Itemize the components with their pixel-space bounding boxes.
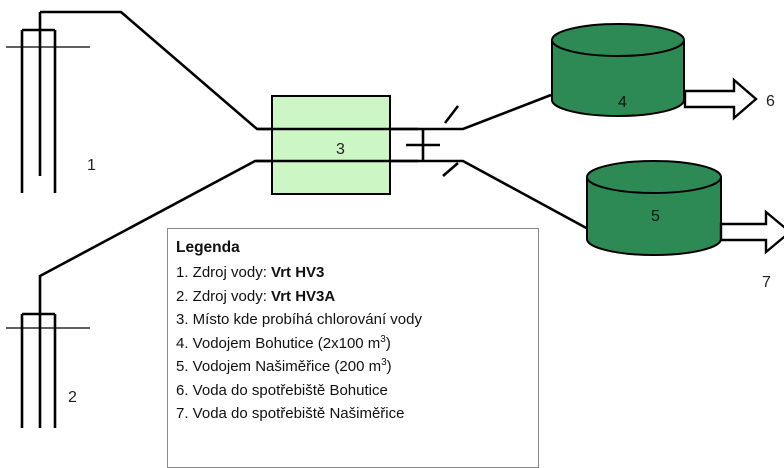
legend-item: 3. Místo kde probíhá chlorování vody — [176, 311, 422, 328]
node-label-4: 4 — [618, 94, 627, 111]
node-label-6: 6 — [766, 93, 775, 110]
outflow-7-arrow-icon — [719, 209, 784, 255]
node-label-2: 2 — [68, 389, 77, 406]
valve-lower-icon — [442, 162, 459, 177]
legend-item: 1. Zdroj vody: Vrt HV3 — [176, 264, 325, 281]
reservoir-4-icon — [551, 23, 685, 117]
valve-upper-icon — [443, 105, 460, 124]
chlorination-box — [271, 95, 391, 195]
diagram-canvas: 1 2 3 4 5 6 7 — [6, 10, 784, 428]
reservoir-5-icon — [586, 160, 722, 256]
node-label-5: 5 — [651, 208, 660, 225]
node-label-3: 3 — [336, 141, 345, 158]
water-supply-diagram: 1 2 3 4 5 6 7 Legenda 1. Zdroj vody: Vrt… — [6, 10, 784, 468]
legend-item: 5. Vodojem Našiměřice (200 m3) — [176, 357, 392, 376]
node-label-7: 7 — [762, 274, 771, 291]
legend-list: 1. Zdroj vody: Vrt HV3 2. Zdroj vody: Vr… — [176, 261, 538, 426]
legend-item: 7. Voda do spotřebiště Našiměřice — [176, 405, 405, 422]
legend-box: Legenda 1. Zdroj vody: Vrt HV3 2. Zdroj … — [167, 228, 539, 468]
legend-item: 6. Voda do spotřebiště Bohutice — [176, 381, 388, 399]
legend-title: Legenda — [176, 239, 240, 256]
node-label-1: 1 — [87, 157, 96, 174]
outflow-6-arrow-icon — [683, 77, 758, 121]
legend-item: 4. Vodojem Bohutice (2x100 m3) — [176, 333, 391, 352]
legend-item: 2. Zdroj vody: Vrt HV3A — [176, 287, 336, 305]
well-2-icon — [6, 282, 90, 428]
well-1-icon — [6, 12, 90, 193]
